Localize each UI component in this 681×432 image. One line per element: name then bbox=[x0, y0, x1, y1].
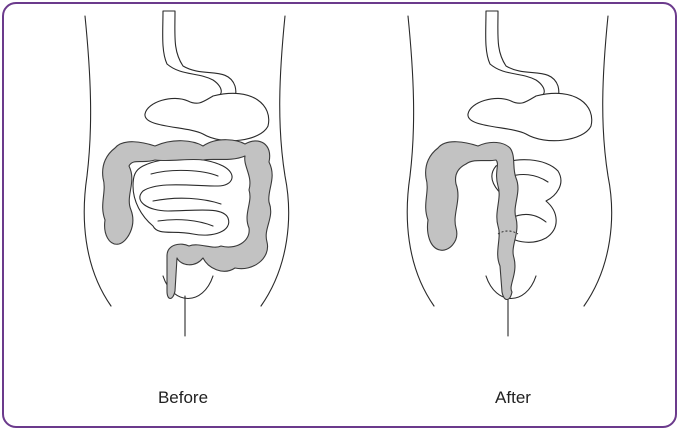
before-diagram bbox=[63, 6, 313, 336]
colon-remaining bbox=[426, 142, 518, 300]
before-caption: Before bbox=[58, 388, 308, 408]
after-caption: After bbox=[388, 388, 638, 408]
stomach bbox=[468, 93, 592, 140]
esophagus bbox=[486, 11, 559, 107]
esophagus bbox=[163, 11, 236, 107]
stomach bbox=[145, 93, 269, 140]
before-anatomy-svg bbox=[63, 6, 313, 336]
after-diagram bbox=[386, 6, 636, 336]
after-anatomy-svg bbox=[386, 6, 636, 336]
small-intestine-fold-2 bbox=[153, 198, 221, 204]
torso-right-outline bbox=[584, 16, 612, 306]
